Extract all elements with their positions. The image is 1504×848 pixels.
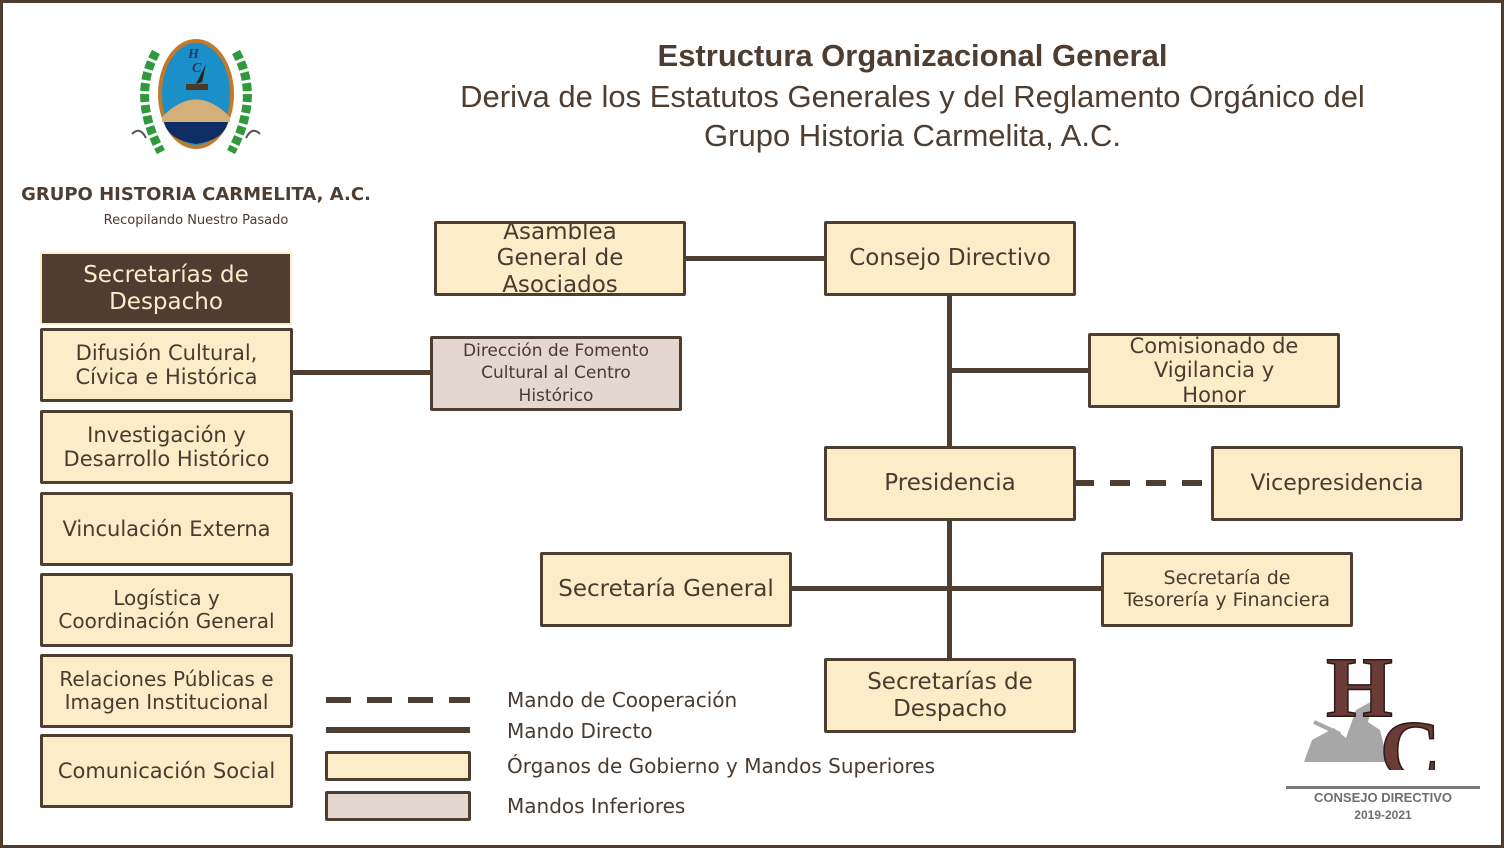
connector-comisionado xyxy=(947,368,1090,373)
page-title: Estructura Organizacional General xyxy=(657,38,1168,73)
badge-label: CONSEJO DIRECTIVO xyxy=(1314,790,1452,805)
monogram-hc-icon: H C xyxy=(1304,650,1441,770)
node-label: Consejo Directivo xyxy=(849,245,1051,272)
node-label: Dirección de Fomento Cultural al Centro … xyxy=(463,341,649,406)
sidebar-item-label: Difusión Cultural, Cívica e Histórica xyxy=(75,340,258,389)
node-presidencia: Presidencia xyxy=(824,446,1076,521)
legend-label-cooperacion: Mando de Cooperación xyxy=(507,688,738,712)
sidebar-item: Vinculación Externa xyxy=(40,492,293,566)
node-secretaria-tesoreria: Secretaría de Tesorería y Financiera xyxy=(1101,552,1353,627)
org-name: GRUPO HISTORIA CARMELITA, A.C. xyxy=(21,184,371,205)
node-secretarias-despacho: Secretarías de Despacho xyxy=(824,658,1076,733)
badge-period: 2019-2021 xyxy=(1354,808,1412,822)
consejo-badge: H C CONSEJO DIRECTIVO 2019-2021 xyxy=(1284,650,1484,830)
page-subtitle-line1: Deriva de los Estatutos Generales y del … xyxy=(460,79,1365,114)
legend-label-superiores: Órganos de Gobierno y Mandos Superiores xyxy=(507,754,936,778)
sidebar-item-label: Investigación y Desarrollo Histórico xyxy=(63,422,270,471)
node-label: Secretaría de Tesorería y Financiera xyxy=(1123,566,1331,611)
badge-divider xyxy=(1286,786,1480,789)
org-logo: H C xyxy=(126,22,266,177)
legend-label-directo: Mando Directo xyxy=(507,719,653,743)
node-vicepresidencia: Vicepresidencia xyxy=(1211,446,1463,521)
node-comisionado: Comisionado de Vigilancia y Honor xyxy=(1088,333,1340,408)
legend-label-inferiores: Mandos Inferiores xyxy=(507,794,686,818)
legend-swatch-inferiores xyxy=(325,791,471,821)
connector-asamblea-consejo xyxy=(684,256,826,261)
legend-swatch-superiores xyxy=(325,751,471,781)
legend-solid-line-icon xyxy=(326,727,470,733)
sidebar-item-label: Vinculación Externa xyxy=(62,516,271,541)
sidebar-item-label: Comunicación Social xyxy=(57,758,276,783)
org-tagline: Recopilando Nuestro Pasado xyxy=(103,213,289,228)
sidebar-item: Difusión Cultural, Cívica e Histórica xyxy=(40,328,293,402)
connector-difusion-direccion xyxy=(291,370,432,375)
node-label: Asamblea General de Asociados xyxy=(496,218,624,298)
sidebar-item-label: Relaciones Públicas e Imagen Institucion… xyxy=(59,667,274,714)
sidebar-header-label: Secretarías de Despacho xyxy=(83,262,249,315)
sidebar-item: Logística y Coordinación General xyxy=(40,573,293,647)
node-consejo-directivo: Consejo Directivo xyxy=(824,221,1076,296)
page-subtitle-line2: Grupo Historia Carmelita, A.C. xyxy=(704,118,1121,153)
node-label: Secretaría General xyxy=(558,576,774,603)
connector-secretarias xyxy=(790,586,1103,591)
svg-text:H: H xyxy=(187,47,200,62)
sidebar-item: Comunicación Social xyxy=(40,734,293,808)
sidebar-item-label: Logística y Coordinación General xyxy=(58,586,275,633)
node-label: Comisionado de Vigilancia y Honor xyxy=(1129,334,1299,407)
sidebar-header: Secretarías de Despacho xyxy=(40,252,292,325)
node-label: Secretarías de Despacho xyxy=(867,669,1033,722)
sidebar-item: Investigación y Desarrollo Histórico xyxy=(40,410,293,484)
connector-presidencia-vicepresidencia xyxy=(1074,480,1213,486)
node-label: Presidencia xyxy=(884,470,1016,497)
sidebar-item: Relaciones Públicas e Imagen Institucion… xyxy=(40,654,293,728)
svg-text:C: C xyxy=(192,61,202,76)
legend-dashed-line-icon xyxy=(326,697,470,703)
node-secretaria-general: Secretaría General xyxy=(540,552,792,627)
emblem-icon: H C xyxy=(131,39,261,155)
badge-letter-c: C xyxy=(1380,704,1441,770)
badge-letter-h: H xyxy=(1326,650,1393,735)
node-asamblea-general: Asamblea General de Asociados xyxy=(434,218,686,298)
node-direccion-fomento: Dirección de Fomento Cultural al Centro … xyxy=(430,336,682,411)
node-label: Vicepresidencia xyxy=(1250,470,1424,496)
